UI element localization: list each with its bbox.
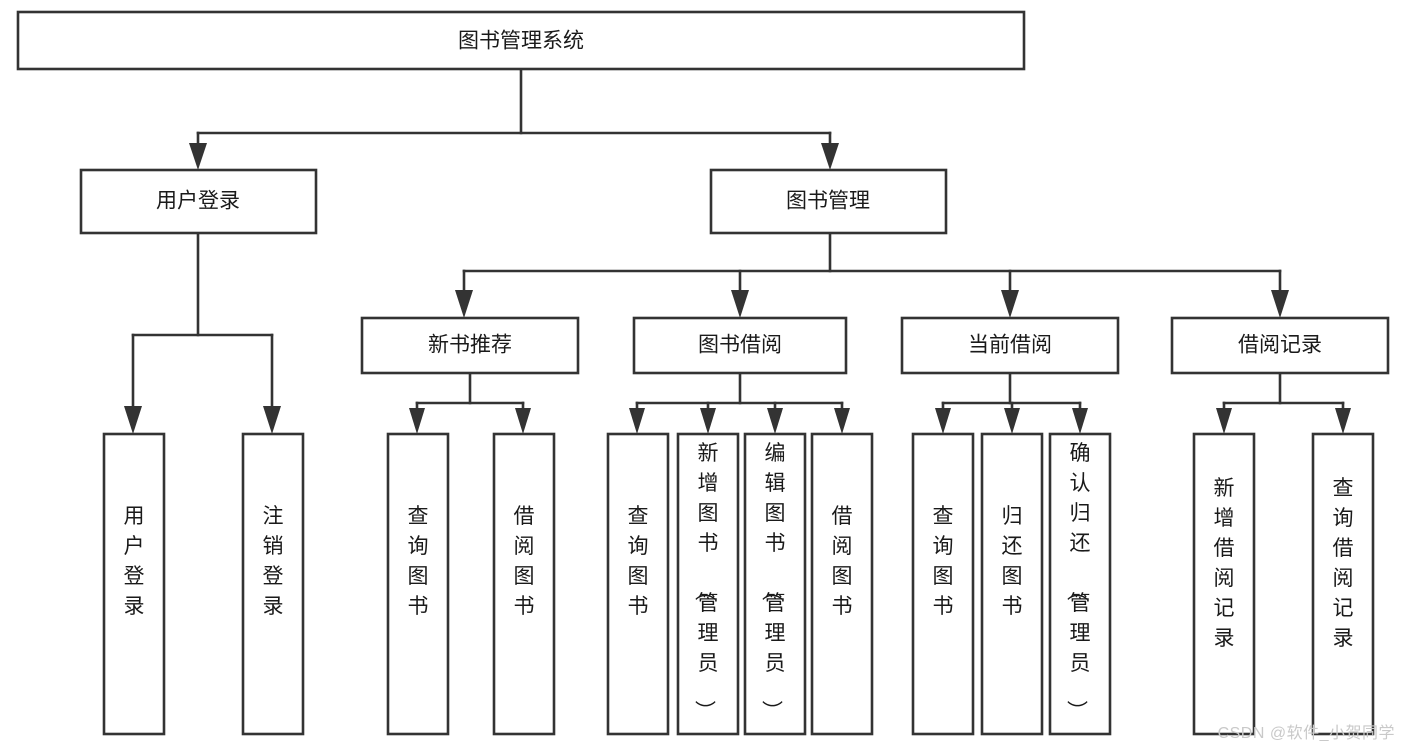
node-leaf-add-record[interactable]: 新增借阅记录	[1192, 432, 1256, 736]
node-book-borrow-label: 图书借阅	[698, 334, 782, 357]
node-leaf-edit-book-box[interactable]	[743, 432, 807, 736]
arrow-head-leaf-add-record	[1216, 408, 1232, 434]
node-leaf-add-book-box[interactable]	[676, 432, 740, 736]
node-book-borrow[interactable]: 图书借阅	[632, 316, 848, 375]
node-root-box[interactable]	[16, 10, 1026, 71]
node-borrow-record[interactable]: 借阅记录	[1170, 316, 1390, 375]
arrow-head-leaf-confirm-return	[1072, 408, 1088, 434]
node-leaf-query-book-1-box[interactable]	[386, 432, 450, 736]
arrow-head-borrow-record	[1271, 290, 1289, 318]
node-user-login-box[interactable]	[79, 168, 318, 235]
edges-layer	[124, 67, 1351, 434]
node-leaf-query-book-1-label: 查询图书	[408, 505, 429, 618]
node-leaf-add-record-label: 新增借阅记录	[1214, 477, 1235, 650]
arrow-head-current-borrow	[1001, 290, 1019, 318]
node-leaf-edit-book[interactable]: 编辑图书（管理员）	[743, 432, 807, 736]
node-borrow-record-box[interactable]	[1170, 316, 1390, 375]
arrow-head-leaf-borrow-book-2	[834, 408, 850, 434]
node-leaf-return-book-box[interactable]	[980, 432, 1044, 736]
node-leaf-query-book-2-label: 查询图书	[628, 505, 649, 618]
node-leaf-return-book-label: 归还图书	[1002, 505, 1023, 618]
node-current-borrow[interactable]: 当前借阅	[900, 316, 1120, 375]
arrow-head-user-login	[189, 143, 207, 170]
node-leaf-user-login-box[interactable]	[102, 432, 166, 736]
node-new-book-recommend[interactable]: 新书推荐	[360, 316, 580, 375]
arrow-head-leaf-edit-book	[767, 408, 783, 434]
node-leaf-user-logout-box[interactable]	[241, 432, 305, 736]
node-book-borrow-box[interactable]	[632, 316, 848, 375]
arrow-head-leaf-query-book-1	[409, 408, 425, 434]
node-leaf-borrow-book-2[interactable]: 借阅图书	[810, 432, 874, 736]
node-leaf-add-book-label: 新增图书（管理员）	[693, 442, 719, 721]
node-leaf-return-book[interactable]: 归还图书	[980, 432, 1044, 736]
node-user-login-label: 用户登录	[156, 190, 240, 213]
node-leaf-borrow-book-1-label: 借阅图书	[514, 505, 535, 618]
node-leaf-query-record-box[interactable]	[1311, 432, 1375, 736]
node-leaf-user-logout[interactable]: 注销登录	[241, 432, 305, 736]
node-borrow-record-label: 借阅记录	[1238, 334, 1322, 357]
arrow-head-leaf-borrow-book-1	[515, 408, 531, 434]
node-leaf-query-book-2[interactable]: 查询图书	[606, 432, 670, 736]
node-leaf-query-book-2-box[interactable]	[606, 432, 670, 736]
node-leaf-borrow-book-2-label: 借阅图书	[832, 505, 853, 618]
node-current-borrow-box[interactable]	[900, 316, 1120, 375]
node-leaf-borrow-book-1-box[interactable]	[492, 432, 556, 736]
node-new-book-recommend-label: 新书推荐	[428, 334, 512, 357]
arrow-head-leaf-user-login	[124, 406, 142, 434]
node-leaf-query-book-1[interactable]: 查询图书	[386, 432, 450, 736]
arrow-head-leaf-query-book-2	[629, 408, 645, 434]
node-leaf-edit-book-label: 编辑图书（管理员）	[760, 442, 786, 721]
node-leaf-confirm-return[interactable]: 确认归还（管理员）	[1048, 432, 1112, 736]
node-leaf-confirm-return-label: 确认归还（管理员）	[1065, 442, 1091, 721]
node-leaf-query-record-label: 查询借阅记录	[1333, 477, 1354, 650]
node-leaf-query-book-3-label: 查询图书	[933, 505, 954, 618]
node-user-login[interactable]: 用户登录	[79, 168, 318, 235]
node-leaf-borrow-book-1[interactable]: 借阅图书	[492, 432, 556, 736]
arrow-head-book-management	[821, 143, 839, 170]
node-new-book-recommend-box[interactable]	[360, 316, 580, 375]
arrow-head-leaf-add-book	[700, 408, 716, 434]
arrow-head-leaf-user-logout	[263, 406, 281, 434]
node-leaf-add-record-box[interactable]	[1192, 432, 1256, 736]
arrow-head-leaf-query-book-3	[935, 408, 951, 434]
node-book-management[interactable]: 图书管理	[709, 168, 948, 235]
node-leaf-confirm-return-box[interactable]	[1048, 432, 1112, 736]
arrow-head-new-book-recommend	[455, 290, 473, 318]
node-root[interactable]: 图书管理系统	[16, 10, 1026, 71]
node-leaf-user-logout-label: 注销登录	[263, 505, 284, 618]
node-leaf-add-book[interactable]: 新增图书（管理员）	[676, 432, 740, 736]
arrow-head-leaf-query-record	[1335, 408, 1351, 434]
node-book-management-label: 图书管理	[786, 190, 870, 213]
node-leaf-query-record[interactable]: 查询借阅记录	[1311, 432, 1375, 736]
node-leaf-user-login[interactable]: 用户登录	[102, 432, 166, 736]
node-book-management-box[interactable]	[709, 168, 948, 235]
node-root-label: 图书管理系统	[458, 30, 584, 53]
arrow-head-leaf-return-book	[1004, 408, 1020, 434]
node-leaf-query-book-3[interactable]: 查询图书	[911, 432, 975, 736]
node-leaf-query-book-3-box[interactable]	[911, 432, 975, 736]
node-current-borrow-label: 当前借阅	[968, 334, 1052, 357]
node-leaf-borrow-book-2-box[interactable]	[810, 432, 874, 736]
node-leaf-user-login-label: 用户登录	[124, 505, 145, 618]
arrow-head-book-borrow	[731, 290, 749, 318]
